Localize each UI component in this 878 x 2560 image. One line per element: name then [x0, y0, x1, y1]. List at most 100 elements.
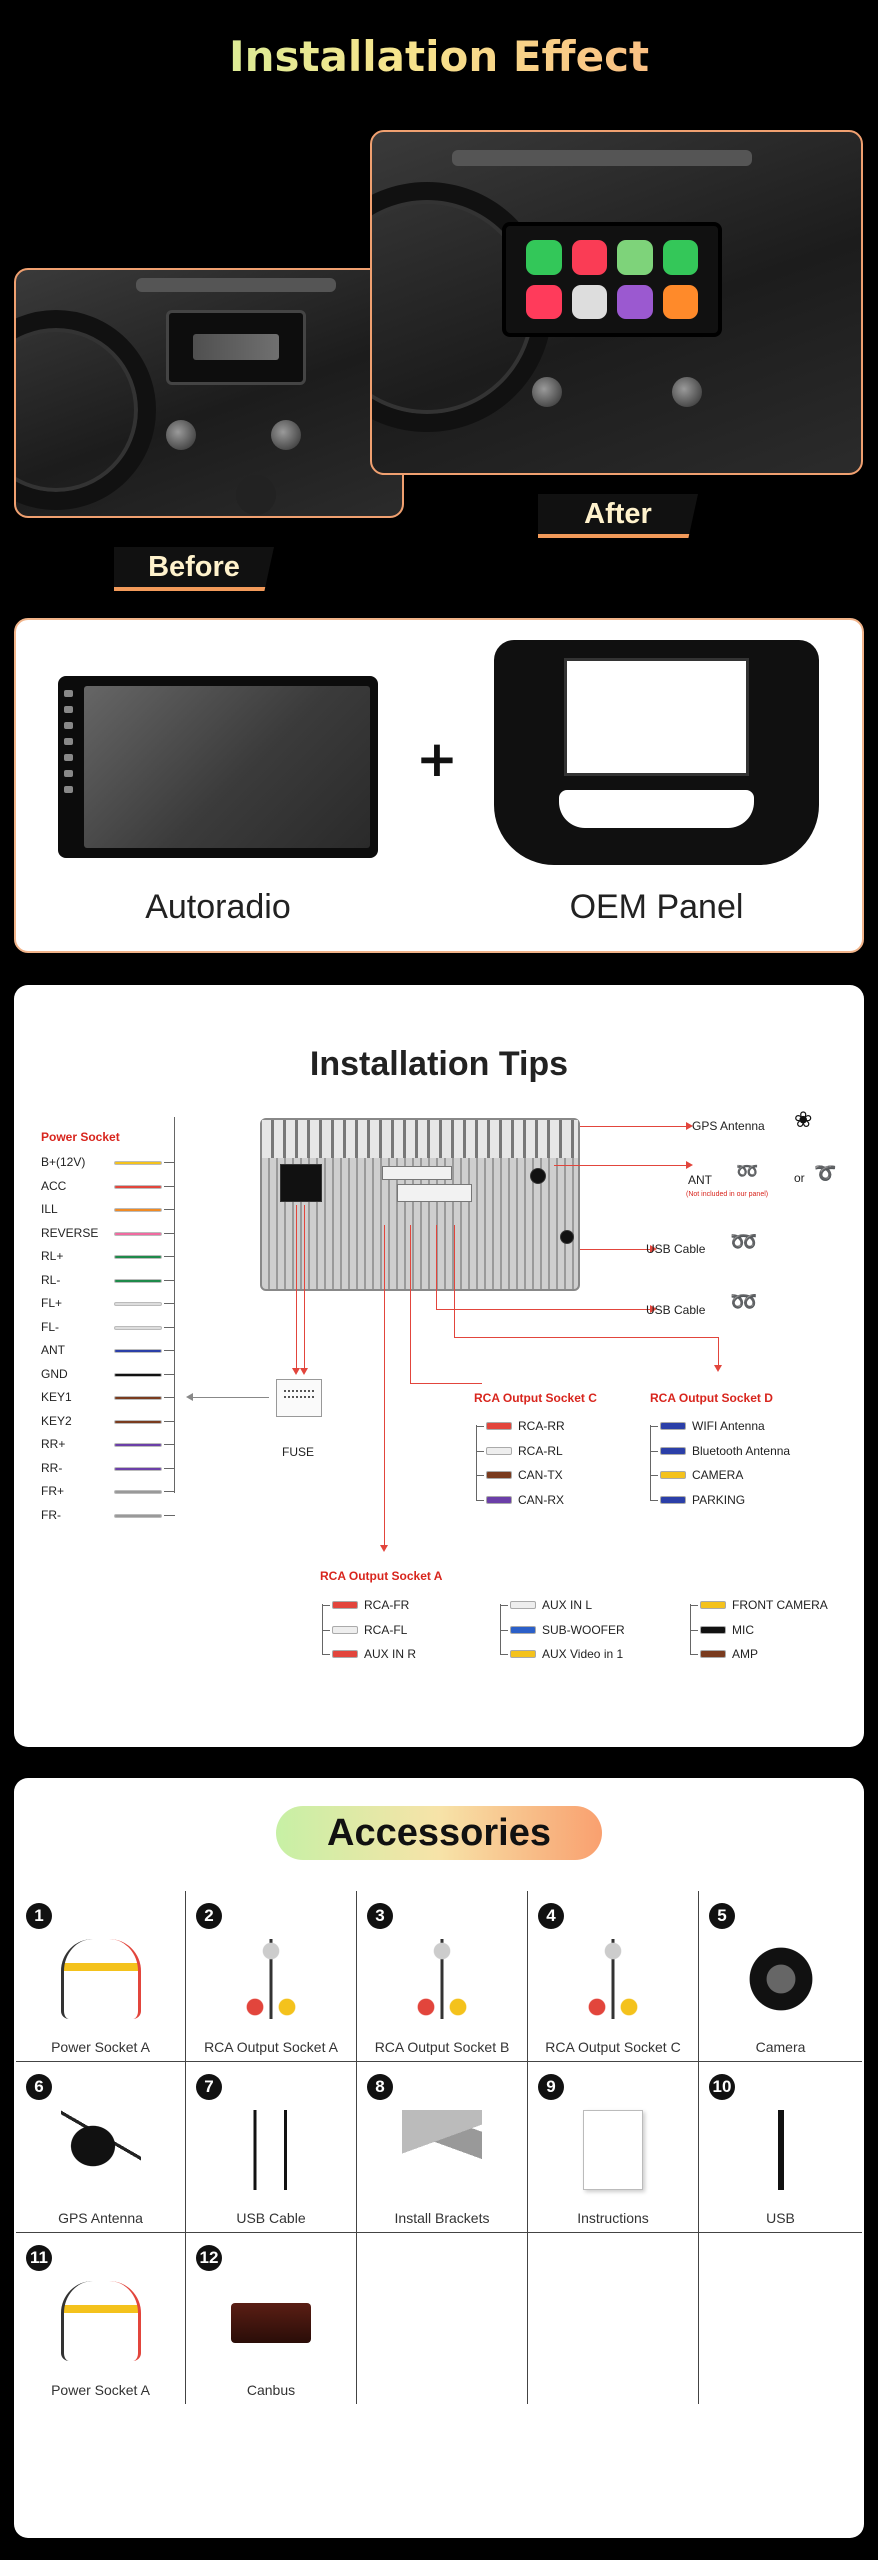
socket-item-label: CAN-RX [518, 1492, 565, 1507]
usb-cable-2-label: USB Cable [646, 1303, 706, 1317]
power-pin-wire [114, 1349, 162, 1353]
carplay-screen [502, 222, 722, 337]
installation-tips-title: Installation Tips [309, 1045, 569, 1083]
after-dashboard-photo [370, 130, 863, 475]
power-pin-tick [164, 1514, 175, 1516]
usb-cable-icon [231, 2110, 311, 2190]
socket-item-label: CAN-TX [518, 1468, 563, 1482]
socket-item-label: PARKING [692, 1492, 746, 1507]
usb1-line [580, 1249, 652, 1250]
gps-antenna-label: GPS Antenna [692, 1119, 765, 1133]
power-pin-wire [114, 1513, 162, 1518]
oem-panel-image [494, 640, 819, 865]
usb-cable-icon: ➿ [730, 1289, 758, 1314]
power-pin-label: ILL [41, 1202, 58, 1216]
power-pin-label: B+(12V) [41, 1155, 86, 1169]
socket-bracket [476, 1425, 477, 1501]
arrow-icon [380, 1545, 388, 1552]
rca-plug [510, 1625, 536, 1634]
power-pin-wire [114, 1443, 162, 1447]
steering-wheel [16, 310, 156, 510]
power-pin-tick [164, 1373, 175, 1375]
socket-d-line-v [718, 1337, 719, 1367]
before-dashboard-photo [14, 268, 404, 518]
rca-socket-c-title: RCA Output Socket C [474, 1391, 597, 1405]
power-pin-label: FR+ [41, 1484, 65, 1498]
accessory-label: USB Cable [236, 2210, 306, 2226]
installation-tips-card: Installation Tips Power Socket GPS Anten… [14, 985, 864, 1747]
gps-antenna-icon [60, 2110, 141, 2190]
climate-knob [532, 377, 562, 407]
socket-item-label: RCA-FL [364, 1622, 408, 1637]
head-unit-back-image [260, 1118, 580, 1291]
socket-c-line [410, 1225, 411, 1383]
podcasts-app-icon [617, 284, 653, 319]
usb-cable-icon: ➿ [730, 1229, 758, 1254]
usb-cable-1-label: USB Cable [646, 1242, 706, 1256]
air-vent [136, 278, 336, 292]
rca-plug [660, 1471, 686, 1479]
phone-app-icon [526, 240, 562, 275]
socket-tick [650, 1475, 658, 1476]
rca-plug [486, 1422, 512, 1430]
arrow-icon [686, 1161, 693, 1169]
camera-icon [740, 1939, 821, 2019]
accessory-label: RCA Output Socket A [204, 2039, 338, 2055]
arrow-icon [186, 1393, 193, 1401]
radio-side-buttons [64, 690, 76, 802]
power-pin-tick [164, 1162, 175, 1163]
power-pin-wire [114, 1466, 162, 1471]
power-pin-wire [114, 1231, 162, 1236]
panel-screen-opening [564, 658, 749, 776]
power-pin-wire [114, 1208, 162, 1212]
oem-screen [166, 310, 306, 385]
ant-note: (Not included in our panel) [686, 1191, 769, 1198]
power-pin-label: ANT [41, 1343, 65, 1357]
rca-plug [510, 1601, 536, 1609]
power-pin-tick [164, 1209, 175, 1210]
rca-plug [660, 1422, 686, 1430]
music-app-icon [571, 240, 607, 275]
accessory-label: USB [766, 2210, 795, 2226]
gear-shifter [236, 475, 276, 515]
item-number-badge: 10 [709, 2074, 735, 2100]
socket-a-line [384, 1225, 385, 1547]
accessory-label: Install Brackets [394, 2210, 490, 2226]
power-pin-tick [164, 1491, 175, 1492]
power-pin-tick [164, 1420, 175, 1422]
socket-tick [500, 1605, 508, 1606]
power-pin-tick [164, 1303, 175, 1304]
power-pin-tick [164, 1185, 175, 1187]
power-pin-label: RL+ [41, 1249, 64, 1263]
power-pin-label: KEY1 [41, 1390, 72, 1404]
socket-d-line-h [454, 1337, 718, 1338]
power-pin-wire [114, 1372, 162, 1377]
item-number-badge: 9 [538, 2074, 564, 2100]
item-number-badge: 2 [196, 1903, 222, 1929]
rca-plug [700, 1650, 726, 1658]
power-pin-tick [164, 1279, 175, 1281]
bracket-icon [402, 2110, 482, 2190]
radio-screen [84, 686, 370, 848]
accessory-label: Camera [755, 2039, 806, 2055]
or-label: or [794, 1171, 805, 1185]
arrow-icon [686, 1122, 693, 1130]
socket-item-label: MIC [732, 1622, 754, 1637]
installation-effect-title: Installation Effect [0, 32, 878, 81]
rca-plug-block [382, 1166, 452, 1180]
item-number-badge: 12 [196, 2245, 222, 2271]
maps-app-icon [617, 240, 653, 275]
socket-tick [322, 1654, 330, 1655]
empty-grid-cell [528, 2233, 699, 2404]
socket-item-label: SUB-WOOFER [542, 1622, 625, 1637]
socket-tick [476, 1475, 484, 1476]
radio-antenna-icon: ➿ [736, 1161, 759, 1181]
socket-item-label: AUX Video in 1 [542, 1647, 624, 1661]
rca-plug [510, 1650, 536, 1658]
socket-item-label: RCA-FR [364, 1598, 410, 1612]
